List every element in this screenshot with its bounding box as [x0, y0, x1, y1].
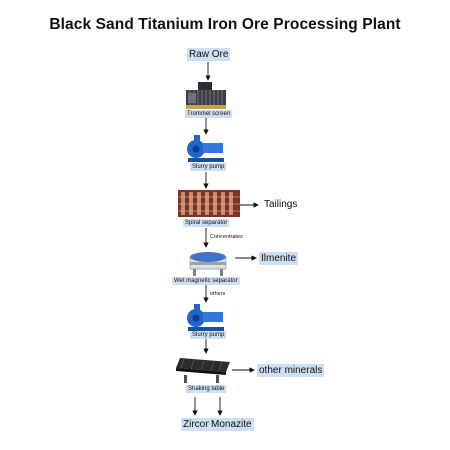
node-slurry-pump-1: Slurry pump — [190, 163, 227, 171]
wet-magnetic-separator-icon — [189, 252, 227, 276]
node-zircon: Zircon — [181, 418, 213, 431]
node-shaking-table: Shaking table — [186, 385, 227, 393]
slurry-pump-icon — [187, 304, 224, 331]
shaking-table-icon — [176, 358, 230, 383]
node-ilmenite: Ilmenite — [259, 252, 299, 265]
node-wet-magnetic-separator: Wet magnetic separator — [172, 277, 240, 285]
node-raw-ore: Raw Ore — [187, 48, 231, 61]
trommel-screen-icon — [186, 82, 226, 109]
node-slurry-pump-2: Slurry pump — [190, 331, 227, 339]
node-monazite: Monazite — [209, 418, 254, 431]
label-others: others — [210, 291, 226, 297]
node-trommel-screen: Trommel screen — [185, 110, 233, 118]
node-tailings: Tailings — [264, 199, 298, 210]
node-spiral-separator: Spiral separator — [183, 219, 230, 227]
node-other-minerals: other minerals — [257, 364, 325, 377]
spiral-separator-icon — [178, 190, 240, 217]
diagram-title: Black Sand Titanium Iron Ore Processing … — [49, 16, 401, 33]
label-concentrates: Concentrates — [210, 234, 243, 240]
slurry-pump-icon — [187, 135, 224, 162]
